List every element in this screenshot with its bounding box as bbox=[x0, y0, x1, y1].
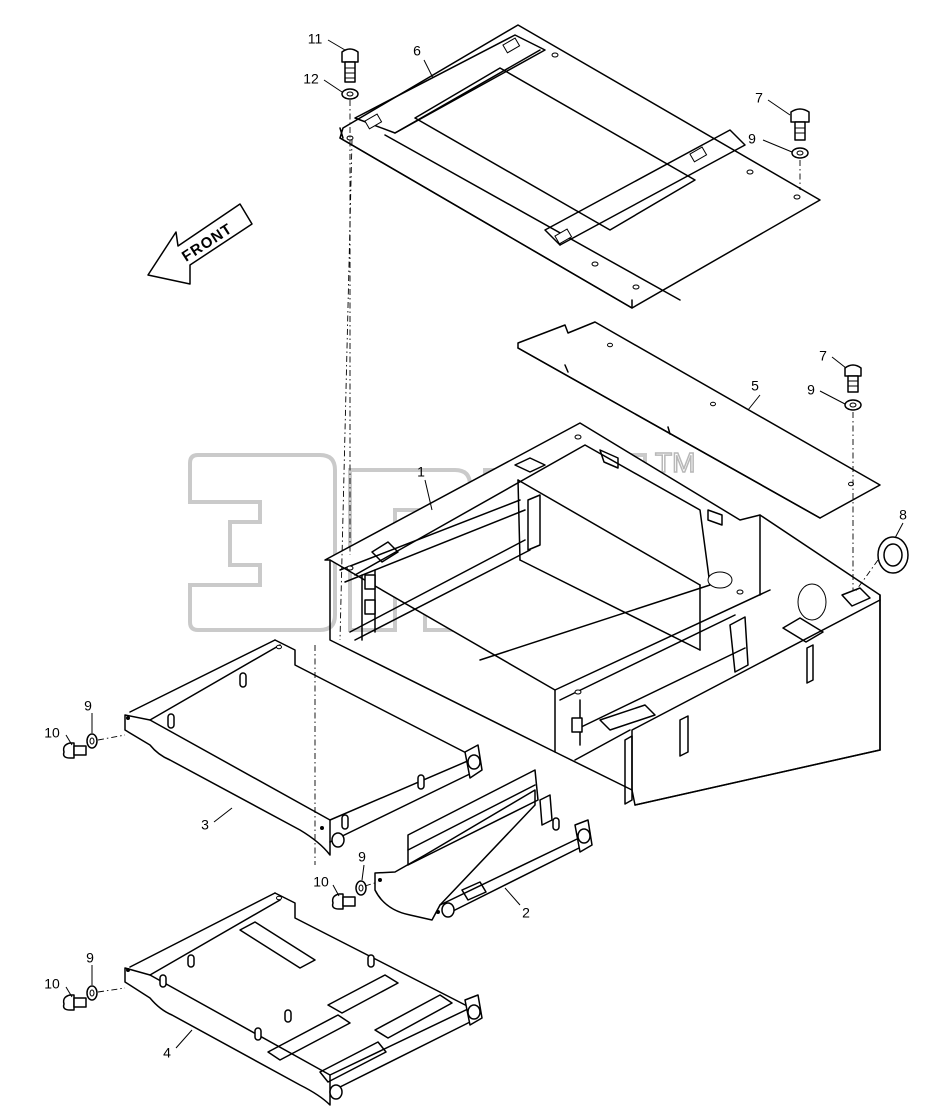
bolt-11 bbox=[341, 48, 359, 83]
callout-c11: 11 bbox=[308, 31, 323, 47]
washer-9-middle bbox=[355, 880, 367, 896]
washer-12 bbox=[341, 88, 359, 100]
callout-c9c: 9 bbox=[84, 698, 92, 714]
callout-labels: 11 12 6 7 9 7 9 5 1 8 9 10 3 9 10 2 9 10 4 bbox=[44, 31, 907, 1061]
washer-9-lower bbox=[86, 985, 98, 1001]
callout-c6: 6 bbox=[413, 43, 421, 59]
part-3-upper-tray bbox=[124, 639, 483, 856]
bolt-10-upper bbox=[62, 742, 87, 759]
callout-c9e: 9 bbox=[86, 950, 94, 966]
part-1-main-frame bbox=[324, 422, 881, 806]
leader-lines bbox=[65, 39, 904, 1049]
washer-9-upper bbox=[86, 733, 98, 749]
bolt-7-top bbox=[790, 108, 810, 141]
bolt-10-middle bbox=[331, 893, 356, 910]
callout-c7a: 7 bbox=[755, 90, 763, 106]
part-5-plate bbox=[517, 321, 881, 519]
callout-c10b: 10 bbox=[313, 874, 329, 890]
callout-c9a: 9 bbox=[748, 131, 756, 147]
callout-c7b: 7 bbox=[819, 348, 827, 364]
callout-c12: 12 bbox=[303, 71, 319, 87]
part-4-lower-tray bbox=[124, 892, 483, 1106]
part-6-top-cover bbox=[339, 24, 821, 309]
callout-c3: 3 bbox=[201, 817, 209, 833]
bolt-10-lower bbox=[62, 994, 87, 1011]
callout-c9b: 9 bbox=[807, 382, 815, 398]
callout-c10c: 10 bbox=[44, 976, 60, 992]
callout-c1: 1 bbox=[417, 464, 425, 480]
bolt-7-side bbox=[844, 364, 862, 393]
part-8-grommet bbox=[877, 536, 909, 574]
front-direction-arrow: FRONT bbox=[147, 203, 253, 285]
callout-c4: 4 bbox=[163, 1045, 171, 1061]
callout-c9d: 9 bbox=[358, 849, 366, 865]
washer-9-top bbox=[791, 147, 809, 159]
callout-c8: 8 bbox=[899, 507, 907, 523]
callout-c10a: 10 bbox=[44, 725, 60, 741]
callout-c2: 2 bbox=[522, 905, 530, 921]
washer-9-side bbox=[844, 399, 862, 411]
part-2-middle-tray bbox=[374, 769, 593, 921]
assembly-center-lines bbox=[97, 100, 879, 993]
callout-c5: 5 bbox=[751, 378, 759, 394]
